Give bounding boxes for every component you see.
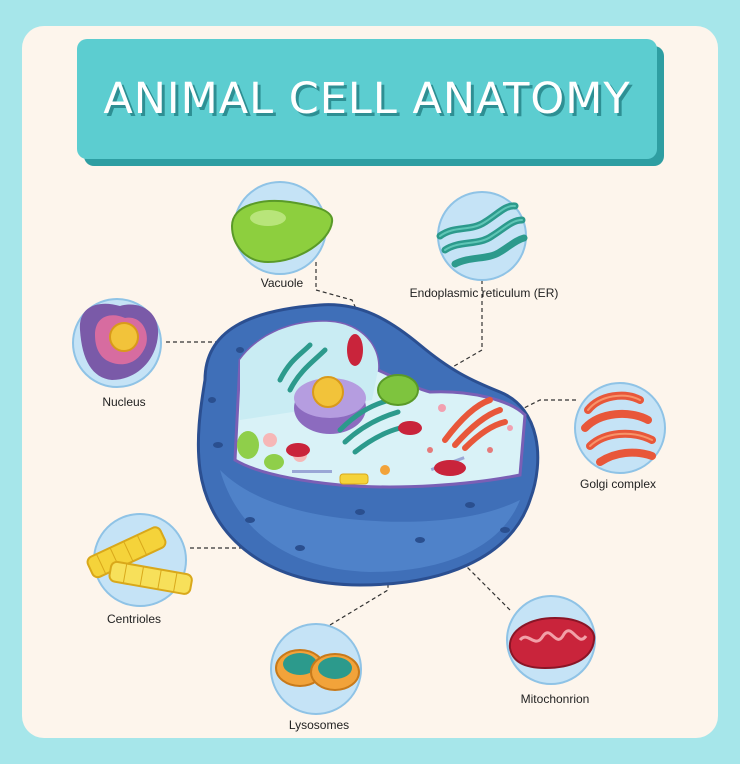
label-mitochondrion: Mitochonrion <box>520 692 590 706</box>
cell-lysosome <box>380 465 390 475</box>
callout-mitochondrion <box>506 595 596 685</box>
cell-mitochondrion-2 <box>398 421 422 435</box>
page-title: ANIMAL CELL ANATOMY <box>103 74 631 124</box>
callout-golgi <box>574 382 666 474</box>
label-golgi: Golgi complex <box>579 477 657 491</box>
leader-line-centrioles <box>190 479 351 549</box>
callout-lysosomes <box>270 623 362 715</box>
label-er: Endoplasmic reticulum (ER) <box>409 286 559 300</box>
callout-centrioles <box>86 513 193 607</box>
cell-centrioles <box>339 473 369 485</box>
cell-golgi <box>442 397 508 451</box>
membrane-pores <box>208 347 510 551</box>
cell-mitochondrion-4 <box>286 443 310 457</box>
cell-vacuole <box>377 374 419 406</box>
animal-cell <box>196 303 540 587</box>
cell-mitochondrion-1 <box>347 334 363 366</box>
callout-vacuole <box>230 181 334 275</box>
cell-mitochondrion-3 <box>434 460 466 476</box>
cell-nucleus <box>294 376 366 434</box>
cell-membrane-shading <box>220 470 520 572</box>
callout-nucleus <box>72 298 162 388</box>
label-vacuole: Vacuole <box>260 276 304 290</box>
callout-er <box>436 191 528 281</box>
label-nucleus: Nucleus <box>102 395 146 409</box>
label-centrioles: Centrioles <box>106 612 162 626</box>
title-banner: ANIMAL CELL ANATOMY <box>77 39 657 159</box>
label-lysosomes: Lysosomes <box>288 718 350 732</box>
